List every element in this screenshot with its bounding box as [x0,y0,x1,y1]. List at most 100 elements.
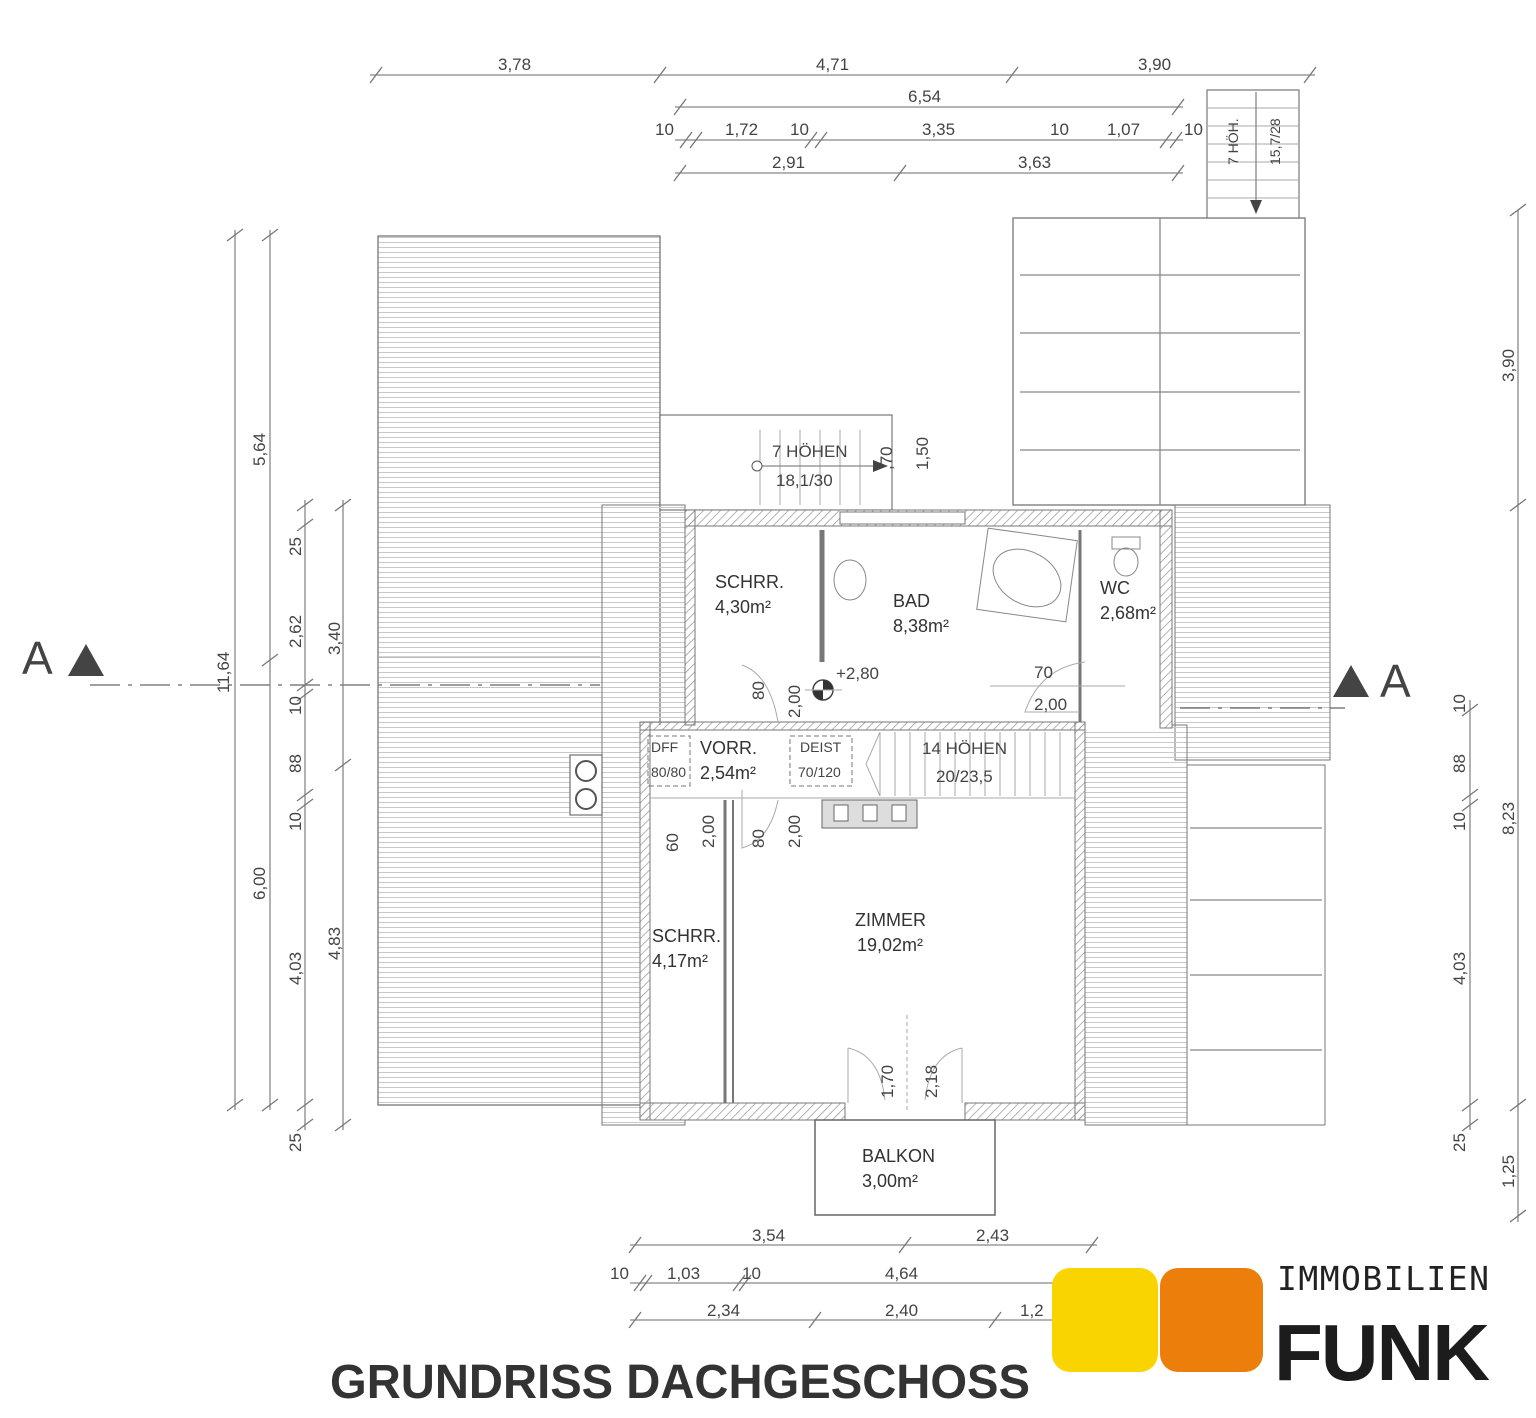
dim-label: 10 [286,696,305,715]
dim-label: 1,03 [667,1264,700,1283]
room-name: SCHRR. [715,572,784,592]
room-area: 2,68m² [1100,603,1156,623]
plan-title: GRUNDRISS DACHGESCHOSS [330,1356,1030,1409]
dim-label: 25 [1450,1133,1469,1152]
door-height: 2,00 [1034,695,1067,714]
dim-label: 1,72 [725,120,758,139]
dim-label: 8,23 [1499,802,1518,835]
dim-label: 4,83 [325,927,344,960]
dim-label: 4,03 [1450,952,1469,985]
dimension-labels-right: 3,90 8,23 1,25 10 88 10 4,03 25 [1450,349,1518,1188]
dim-label: 2,34 [707,1301,740,1320]
dim-label: 10 [1450,694,1469,713]
top-stair-steps: 7 HÖHEN [772,442,848,461]
dimension-lines [234,74,1519,1321]
section-arrow-icon [68,644,104,676]
dim-label: 1,25 [1499,1155,1518,1188]
dim-label: 3,90 [1499,349,1518,382]
room-name: VORR. [700,738,757,758]
room-name: WC [1100,578,1130,598]
dim-label: 3,35 [922,120,955,139]
level-marker: +2,80 [805,664,879,701]
room-labels: SCHRR. 4,30m² BAD 8,38m² WC 2,68m² VORR.… [652,572,1156,1191]
door-width: 80 [749,681,768,700]
dim-label: 25 [286,537,305,556]
door-width: 60 [663,833,682,852]
dim-label: 2,91 [772,153,805,172]
logo-text-immobilien: IMMOBILIEN [1277,1259,1489,1298]
outer-stair: 7 HÖH. 15,7/28 [1206,89,1300,219]
dimension-ticks [226,66,1527,1329]
dim-label: 10 [1050,120,1069,139]
dim-label: 10 [742,1264,761,1283]
dim-label: 1,07 [1107,120,1140,139]
room-area: 8,38m² [893,616,949,636]
dim-label: 3,54 [752,1226,785,1245]
roof-right-top [1012,217,1306,506]
level-value: +2,80 [836,664,879,683]
section-mark-right: A [1380,655,1411,707]
room-area: 3,00m² [862,1171,918,1191]
dim-label: 11,64 [214,652,233,693]
dim-label: 4,64 [885,1264,918,1283]
dim-label: 1,2 [1020,1301,1044,1320]
dimension-labels-left: 11,64 5,64 6,00 25 2,62 10 88 10 4,03 25… [214,433,344,1152]
main-stair-ratio: 20/23,5 [936,767,993,786]
dim-label: 2,43 [976,1226,1009,1245]
door-height: 2,18 [922,1065,941,1098]
section-arrow-icon [1333,665,1369,697]
dim-label: 10 [790,120,809,139]
top-stair: 7 HÖHEN 18,1/30 ,70 1,50 [659,414,932,511]
room-area: 4,17m² [652,951,708,971]
roof-right-lower [1186,764,1326,1126]
dim-label: 10 [1184,120,1203,139]
door-dim: ,70 [877,446,896,470]
dim-label: 10 [655,120,674,139]
outer-stair-ratio: 15,7/28 [1267,118,1283,165]
dimension-labels-bottom: 3,54 2,43 10 1,03 10 4,64 2,34 2,40 1,2 [610,1226,1044,1320]
dim-label: 88 [286,754,305,773]
room-area: 4,30m² [715,597,771,617]
door-height: 2,00 [785,815,804,848]
dff-size: 80/80 [651,764,686,780]
room-name: SCHRR. [652,926,721,946]
company-logo: IMMOBILIEN FUNK [1052,1259,1490,1397]
main-stair-steps: 14 HÖHEN [922,739,1007,758]
dim-label: 25 [286,1133,305,1152]
roof-slope-right [1174,504,1331,761]
dim-label: 3,40 [325,622,344,655]
balcony [814,1119,996,1216]
section-mark-left: A [22,632,53,684]
deist-size: 70/120 [798,764,841,780]
section-line: A A [22,632,1411,709]
door-height: 2,00 [699,815,718,848]
logo-text-funk: FUNK [1274,1308,1490,1397]
dim-label: 2,62 [286,615,305,648]
room-name: ZIMMER [855,910,926,930]
logo-yellow-square [1052,1268,1158,1372]
dim-label: 2,40 [885,1301,918,1320]
outer-stair-steps: 7 HÖH. [1224,118,1241,165]
bathtub [976,527,1078,623]
dim-label: 10 [286,812,305,831]
top-stair-ratio: 18,1/30 [776,471,833,490]
dim-label: 3,78 [498,55,531,74]
room-name: BALKON [862,1146,935,1166]
room-name: BAD [893,591,930,611]
door-dim: 1,50 [913,437,932,470]
dimension-labels-top: 3,78 4,71 3,90 6,54 10 1,72 10 3,35 10 1… [498,55,1203,172]
door-width: 70 [1034,663,1053,682]
door-width: 1,70 [878,1065,897,1098]
toilet [1111,536,1141,577]
doors [741,661,1125,1110]
deist-label: DEIST [800,739,842,755]
door-height: 2,00 [785,685,804,718]
dim-label: 6,00 [250,867,269,900]
dim-label: 3,90 [1138,55,1171,74]
dim-label: 10 [610,1264,629,1283]
logo-orange-square [1160,1268,1263,1372]
dim-label: 3,63 [1018,153,1051,172]
roof-slope-right-lower [1084,724,1188,1126]
room-area: 2,54m² [700,763,756,783]
